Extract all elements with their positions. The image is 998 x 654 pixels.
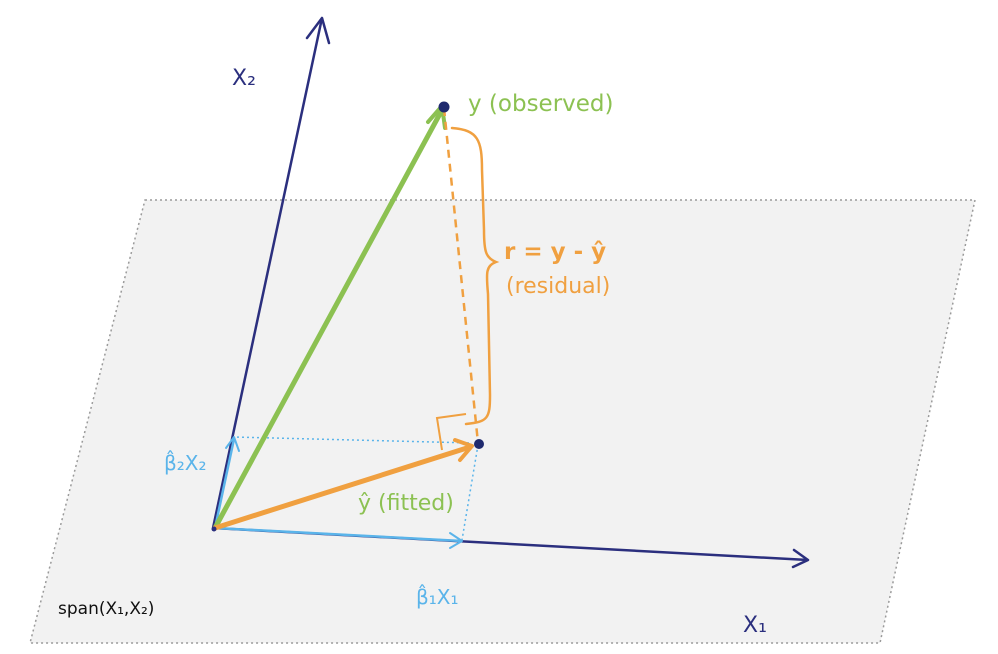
residual-equation-label: r = y - ŷ xyxy=(504,239,606,265)
beta1x1-arrowhead xyxy=(449,532,463,549)
fitted-vector xyxy=(212,444,473,531)
projection-guide-x1-level xyxy=(461,444,479,541)
residual-brace xyxy=(450,126,500,426)
fitted-arrowhead xyxy=(453,438,474,462)
x1-axis-arrowhead xyxy=(791,548,810,569)
residual-word-label: (residual) xyxy=(506,274,610,299)
span-label: span(X₁,X₂) xyxy=(58,599,154,619)
x2-axis-arrowhead xyxy=(305,16,331,45)
residual-line xyxy=(442,107,480,444)
beta2x2-arrowhead xyxy=(225,436,240,452)
beta2x2-label: β̂₂X₂ xyxy=(164,450,207,475)
right-angle-marker xyxy=(435,413,467,451)
x2-axis-label: X₂ xyxy=(232,66,256,91)
projection-guide-x2-level xyxy=(231,436,473,444)
beta2x2-vector xyxy=(213,438,236,529)
fitted-label: ŷ (fitted) xyxy=(358,491,454,516)
beta1x1-vector xyxy=(214,526,463,543)
observed-point xyxy=(438,101,450,113)
observed-vector xyxy=(212,107,445,531)
x1-axis-label: X₁ xyxy=(743,613,767,638)
span-plane xyxy=(29,199,976,644)
x2-axis-line xyxy=(211,17,324,529)
fitted-point xyxy=(474,439,484,449)
origin-point xyxy=(211,526,217,532)
observed-label: y (observed) xyxy=(468,91,614,117)
beta1x1-label: β̂₁X₁ xyxy=(416,584,459,609)
